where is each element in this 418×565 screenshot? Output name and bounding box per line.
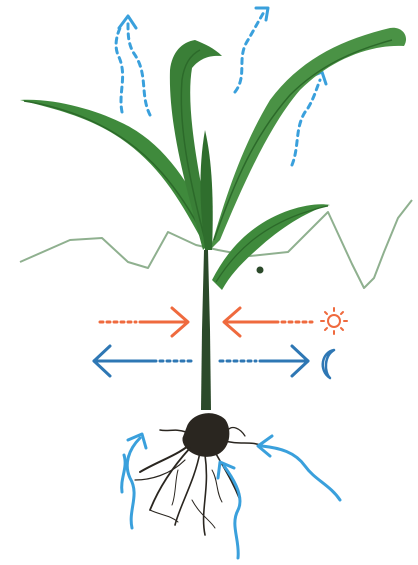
- water-uptake-arrow-4: [122, 455, 125, 492]
- leaves: [20, 28, 406, 290]
- leaf-right-lower: [212, 204, 330, 290]
- stem: [201, 250, 211, 410]
- root-mass: [183, 414, 229, 457]
- transpiration-arrow-4: [116, 28, 123, 112]
- transpiration-arrowheads: [119, 8, 326, 84]
- sun-icon: [321, 308, 347, 334]
- soil-marker-dot: [257, 267, 264, 274]
- transpiration-arrow-1: [128, 22, 150, 115]
- night-arrows: [94, 346, 308, 376]
- leaf-right-tall: [210, 28, 406, 250]
- moon-icon: [323, 350, 334, 378]
- water-uptake-arrow-3: [262, 446, 340, 500]
- water-uptake-arrow-1: [127, 438, 140, 528]
- root-system-icon: [135, 414, 262, 535]
- transpiration-arrow-2: [235, 12, 264, 92]
- leaf-center-tall: [170, 40, 222, 250]
- water-uptake-arrow-2: [224, 466, 240, 558]
- water-uptake-arrows: [122, 434, 340, 558]
